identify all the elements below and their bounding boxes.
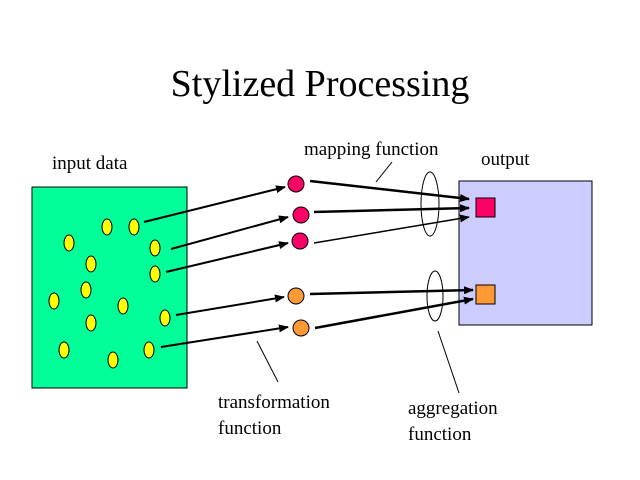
aggregation-arrow	[309, 286, 474, 296]
input-data-item	[149, 265, 161, 283]
mapped-item-pink	[291, 232, 309, 250]
aggregation-function-callout	[437, 330, 460, 394]
mapping-function-label: mapping function	[304, 139, 439, 160]
aggregation-arrows	[309, 179, 474, 330]
input-data-item	[101, 218, 113, 236]
input-data-item	[107, 351, 119, 369]
transformation-arrow	[160, 324, 289, 348]
mapping-function-callout	[375, 161, 393, 183]
input-data-item	[80, 281, 92, 299]
input-data-item	[128, 218, 140, 236]
transformation-label-line-1: transformation	[218, 392, 330, 413]
transformation-function-label: transformation function	[218, 390, 330, 442]
transformation-arrow	[165, 241, 289, 273]
aggregation-arrow	[309, 179, 470, 202]
input-data-item	[85, 314, 97, 332]
aggregation-label-line-1: aggregation	[408, 398, 498, 419]
transformation-arrow	[143, 185, 286, 223]
aggregation-ellipse-upper	[420, 171, 440, 237]
input-data-item	[63, 234, 75, 252]
aggregation-arrow	[313, 214, 470, 244]
input-data-item	[117, 297, 129, 315]
aggregation-arrow	[313, 204, 470, 214]
transformation-arrow	[170, 215, 289, 250]
aggregation-function-label: aggregation function	[408, 396, 498, 448]
mapped-item-orange	[292, 319, 310, 337]
aggregation-ellipse-lower	[426, 270, 444, 322]
mapped-items	[287, 175, 310, 337]
output-item-orange	[475, 284, 496, 305]
input-data-item	[149, 239, 161, 257]
mapped-item-pink	[292, 206, 310, 224]
transformation-label-line-2: function	[218, 418, 282, 439]
transformation-arrows	[143, 185, 289, 348]
aggregation-arrow	[314, 296, 474, 330]
input-data-item	[58, 341, 70, 359]
input-data-label: input data	[52, 153, 128, 174]
transformation-function-callout	[256, 340, 279, 383]
input-data-items	[48, 218, 171, 369]
transformation-arrow	[175, 294, 285, 316]
mapped-item-pink	[287, 175, 305, 193]
input-data-item	[143, 341, 155, 359]
input-data-item	[85, 255, 97, 273]
input-data-item	[48, 292, 60, 310]
output-item-pink	[475, 197, 496, 218]
output-label: output	[481, 149, 530, 170]
aggregation-label-line-2: function	[408, 424, 472, 445]
mapped-item-orange	[287, 287, 305, 305]
slide-title: Stylized Processing	[170, 63, 470, 105]
input-data-item	[159, 309, 171, 327]
